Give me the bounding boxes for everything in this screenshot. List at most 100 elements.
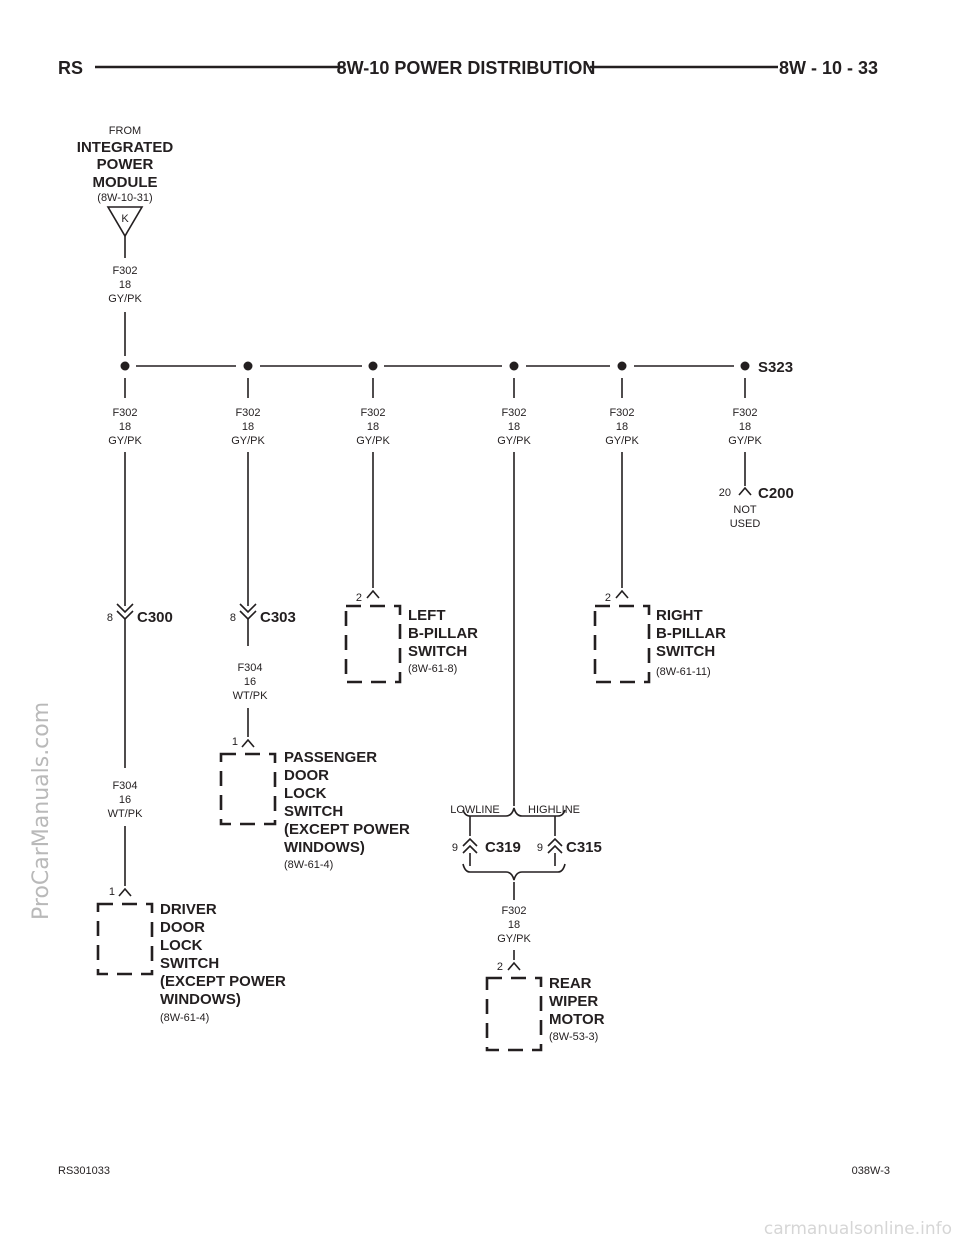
svg-text:18: 18 bbox=[739, 421, 751, 433]
svg-text:LOCK: LOCK bbox=[160, 937, 203, 954]
svg-text:HIGHLINE: HIGHLINE bbox=[528, 804, 580, 816]
svg-text:B-PILLAR: B-PILLAR bbox=[656, 625, 726, 642]
svg-text:(8W-61-4): (8W-61-4) bbox=[160, 1012, 209, 1024]
splice-node bbox=[368, 361, 378, 371]
svg-text:F302: F302 bbox=[609, 407, 634, 419]
svg-text:8: 8 bbox=[230, 612, 236, 624]
svg-text:C300: C300 bbox=[137, 609, 173, 626]
splice-node bbox=[509, 361, 519, 371]
svg-text:GY/PK: GY/PK bbox=[497, 435, 531, 447]
footer-right-code: 038W-3 bbox=[852, 1165, 890, 1177]
watermark-side: ProCarManuals.com bbox=[29, 702, 54, 920]
source-pin: K bbox=[121, 213, 129, 225]
connector-c303: 8 C303 bbox=[230, 603, 296, 626]
component-passenger-door-lock-switch: 1 PASSENGER DOOR LOCK SWITCH (EXCEPT POW… bbox=[219, 736, 410, 871]
svg-text:18: 18 bbox=[119, 421, 131, 433]
svg-text:9: 9 bbox=[537, 842, 543, 854]
svg-text:(8W-61-4): (8W-61-4) bbox=[284, 859, 333, 871]
svg-text:F302: F302 bbox=[360, 407, 385, 419]
svg-text:SWITCH: SWITCH bbox=[408, 643, 467, 660]
svg-text:DRIVER: DRIVER bbox=[160, 901, 217, 918]
connector-c200: 20 C200 NOT USED bbox=[719, 485, 794, 530]
svg-text:C319: C319 bbox=[485, 839, 521, 856]
svg-text:9: 9 bbox=[452, 842, 458, 854]
svg-text:20: 20 bbox=[719, 487, 731, 499]
svg-text:F304: F304 bbox=[237, 662, 262, 674]
svg-text:WT/PK: WT/PK bbox=[233, 690, 268, 702]
source-name-line2: POWER bbox=[97, 156, 154, 173]
svg-text:WINDOWS): WINDOWS) bbox=[160, 991, 241, 1008]
splice-bus: S323 bbox=[120, 359, 793, 376]
splice-name: S323 bbox=[758, 359, 793, 376]
svg-text:18: 18 bbox=[367, 421, 379, 433]
wire-label-branch-2: F302 18 GY/PK bbox=[231, 407, 265, 447]
svg-text:RIGHT: RIGHT bbox=[656, 607, 703, 624]
page-header: RS 8W-10 POWER DISTRIBUTION 8W - 10 - 33 bbox=[58, 58, 878, 78]
svg-text:NOT: NOT bbox=[733, 504, 757, 516]
wire-label-f304-passenger: F304 16 WT/PK bbox=[233, 662, 268, 702]
svg-text:C200: C200 bbox=[758, 485, 794, 502]
svg-text:GY/PK: GY/PK bbox=[108, 293, 142, 305]
svg-text:MOTOR: MOTOR bbox=[549, 1011, 605, 1028]
wire-label-f302-wiper: F302 18 GY/PK bbox=[497, 905, 531, 945]
svg-text:F302: F302 bbox=[501, 905, 526, 917]
svg-text:WINDOWS): WINDOWS) bbox=[284, 839, 365, 856]
connector-c319: 9 C319 bbox=[452, 837, 521, 856]
splice-node bbox=[243, 361, 253, 371]
source-ref: (8W-10-31) bbox=[97, 192, 152, 204]
component-right-bpillar-switch: 2 RIGHT B-PILLAR SWITCH (8W-61-11) bbox=[593, 589, 726, 684]
connector-c315: 9 C315 bbox=[537, 837, 602, 856]
wire-label-f304-driver: F304 16 WT/PK bbox=[108, 780, 143, 820]
svg-text:LOCK: LOCK bbox=[284, 785, 327, 802]
svg-text:F304: F304 bbox=[112, 780, 137, 792]
svg-text:WIPER: WIPER bbox=[549, 993, 598, 1010]
connector-c300: 8 C300 bbox=[107, 603, 173, 626]
svg-text:SWITCH: SWITCH bbox=[656, 643, 715, 660]
svg-text:F302: F302 bbox=[235, 407, 260, 419]
svg-text:DOOR: DOOR bbox=[284, 767, 329, 784]
svg-text:SWITCH: SWITCH bbox=[284, 803, 343, 820]
splice-node bbox=[120, 361, 130, 371]
svg-text:C315: C315 bbox=[566, 839, 602, 856]
svg-text:18: 18 bbox=[119, 279, 131, 291]
wire-label-branch-3: F302 18 GY/PK bbox=[356, 407, 390, 447]
svg-text:C303: C303 bbox=[260, 609, 296, 626]
wire-label-branch-1: F302 18 GY/PK bbox=[108, 407, 142, 447]
svg-text:F302: F302 bbox=[112, 265, 137, 277]
wire-label-branch-4: F302 18 GY/PK bbox=[497, 407, 531, 447]
splice-node bbox=[740, 361, 750, 371]
svg-text:GY/PK: GY/PK bbox=[497, 933, 531, 945]
svg-text:8: 8 bbox=[107, 612, 113, 624]
svg-text:GY/PK: GY/PK bbox=[356, 435, 390, 447]
svg-text:USED: USED bbox=[730, 518, 761, 530]
svg-text:GY/PK: GY/PK bbox=[231, 435, 265, 447]
svg-text:18: 18 bbox=[616, 421, 628, 433]
svg-text:WT/PK: WT/PK bbox=[108, 808, 143, 820]
source-ipm: FROM INTEGRATED POWER MODULE (8W-10-31) … bbox=[77, 125, 173, 258]
svg-text:REAR: REAR bbox=[549, 975, 592, 992]
svg-text:2: 2 bbox=[605, 592, 611, 604]
svg-text:LOWLINE: LOWLINE bbox=[450, 804, 500, 816]
svg-text:(8W-61-11): (8W-61-11) bbox=[656, 666, 711, 678]
svg-text:SWITCH: SWITCH bbox=[160, 955, 219, 972]
header-page-number: 8W - 10 - 33 bbox=[779, 58, 878, 78]
component-driver-door-lock-switch: 1 DRIVER DOOR LOCK SWITCH (EXCEPT POWER … bbox=[96, 886, 286, 1024]
svg-text:GY/PK: GY/PK bbox=[108, 435, 142, 447]
wire-label-source: F302 18 GY/PK bbox=[108, 265, 142, 305]
svg-text:1: 1 bbox=[109, 886, 115, 898]
svg-text:F302: F302 bbox=[732, 407, 757, 419]
watermark-bottom: carmanualsonline.info bbox=[764, 1219, 952, 1239]
source-triangle-icon bbox=[106, 206, 144, 238]
svg-text:LEFT: LEFT bbox=[408, 607, 446, 624]
variant-split-bottom bbox=[462, 863, 566, 881]
variant-split-top: LOWLINE HIGHLINE bbox=[450, 804, 580, 817]
wire-label-branch-6: F302 18 GY/PK bbox=[728, 407, 762, 447]
wire-label-branch-5: F302 18 GY/PK bbox=[605, 407, 639, 447]
footer-left-code: RS301033 bbox=[58, 1165, 110, 1177]
svg-text:18: 18 bbox=[508, 421, 520, 433]
svg-text:(8W-53-3): (8W-53-3) bbox=[549, 1031, 598, 1043]
svg-text:2: 2 bbox=[356, 592, 362, 604]
svg-text:DOOR: DOOR bbox=[160, 919, 205, 936]
svg-text:(EXCEPT POWER: (EXCEPT POWER bbox=[160, 973, 286, 990]
